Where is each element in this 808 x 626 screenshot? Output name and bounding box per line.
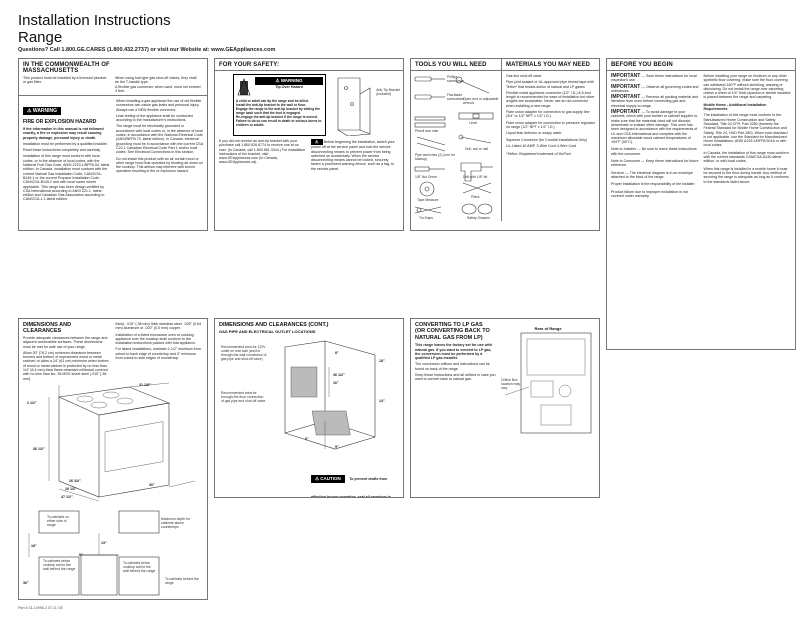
caution-box: ⚠ CAUTION To prevent drafts from affecti…	[311, 475, 391, 498]
massachusetts-panel: IN THE COMMONWEALTH OF MASSACHUSETTS Thi…	[18, 58, 208, 96]
fire-heading: FIRE OR EXPLOSION HAZARD	[23, 119, 97, 125]
materials-list: Gas line shut-off valve Pipe joint seala…	[501, 71, 599, 221]
footer-part-number: Part # 31-10996-2 07-11 GE	[18, 606, 64, 610]
anti-tip-bracket-icon	[337, 77, 371, 136]
tools-heading: TOOLS YOU WILL NEED	[411, 59, 501, 71]
title-line-1: Installation Instructions	[18, 12, 171, 29]
mass-item-3: A flexible gas connector, when used, mus…	[115, 84, 201, 93]
dimensions-cont-panel: DIMENSIONS AND CLEARANCES (CONT.) GAS PI…	[214, 318, 404, 498]
tip-over-icon	[237, 78, 251, 96]
before-heading: BEFORE YOU BEGIN	[607, 59, 795, 71]
safety-heading: FOR YOUR SAFETY:	[215, 59, 403, 71]
tools-panel: TOOLS YOU WILL NEED MATERIALS YOU MAY NE…	[410, 58, 600, 231]
tools-illustrations: Phillips screwdriver Flat-blade screwdri…	[411, 71, 501, 221]
lp-heading: CONVERTING TO LP GAS (OR CONVERTING BACK…	[415, 322, 490, 341]
tip-over-warning: ⚠ WARNING Tip-Over Hazard A child or adu…	[232, 74, 327, 136]
before-panel: BEFORE YOU BEGIN IMPORTANT — Save these …	[606, 58, 796, 350]
massachusetts-heading: IN THE COMMONWEALTH OF MASSACHUSETTS	[23, 62, 110, 74]
mass-item-1: This product must be installed by a lice…	[23, 76, 107, 85]
dimensions-cont-heading: DIMENSIONS AND CLEARANCES (CONT.)	[219, 322, 329, 328]
safety-panel: FOR YOUR SAFETY: ⚠ WARNING Tip-Over Haza…	[214, 58, 404, 231]
clearance-drawing	[28, 510, 160, 596]
lp-panel: CONVERTING TO LP GAS (OR CONVERTING BACK…	[410, 318, 600, 498]
fire-hazard-panel: ⚠ WARNING FIRE OR EXPLOSION HAZARD If th…	[18, 96, 208, 231]
title-line-2: Range	[18, 29, 63, 46]
dimensions-heading: DIMENSIONS AND CLEARANCES	[23, 322, 72, 334]
rear-of-range-drawing	[504, 332, 592, 434]
gas-pipe-location-drawing	[284, 340, 376, 450]
mass-item-2: When using ball type gas shut-off valves…	[115, 76, 197, 85]
page-title: Installation Instructions Range	[18, 12, 171, 46]
gas-pipe-subheading: GAS PIPE AND ELECTRICAL OUTLET LOCATIONS	[219, 329, 316, 334]
warning-label: ⚠ WARNING	[23, 107, 62, 115]
materials-heading: MATERIALS YOU MAY NEED	[501, 59, 599, 71]
range-dimension-drawing	[48, 382, 196, 501]
questions-line: Questions? Call 1.800.GE.CARES (1.800.43…	[18, 47, 276, 53]
dimensions-panel: DIMENSIONS AND CLEARANCES Provide adequa…	[18, 318, 208, 600]
tools-icons	[414, 76, 494, 215]
